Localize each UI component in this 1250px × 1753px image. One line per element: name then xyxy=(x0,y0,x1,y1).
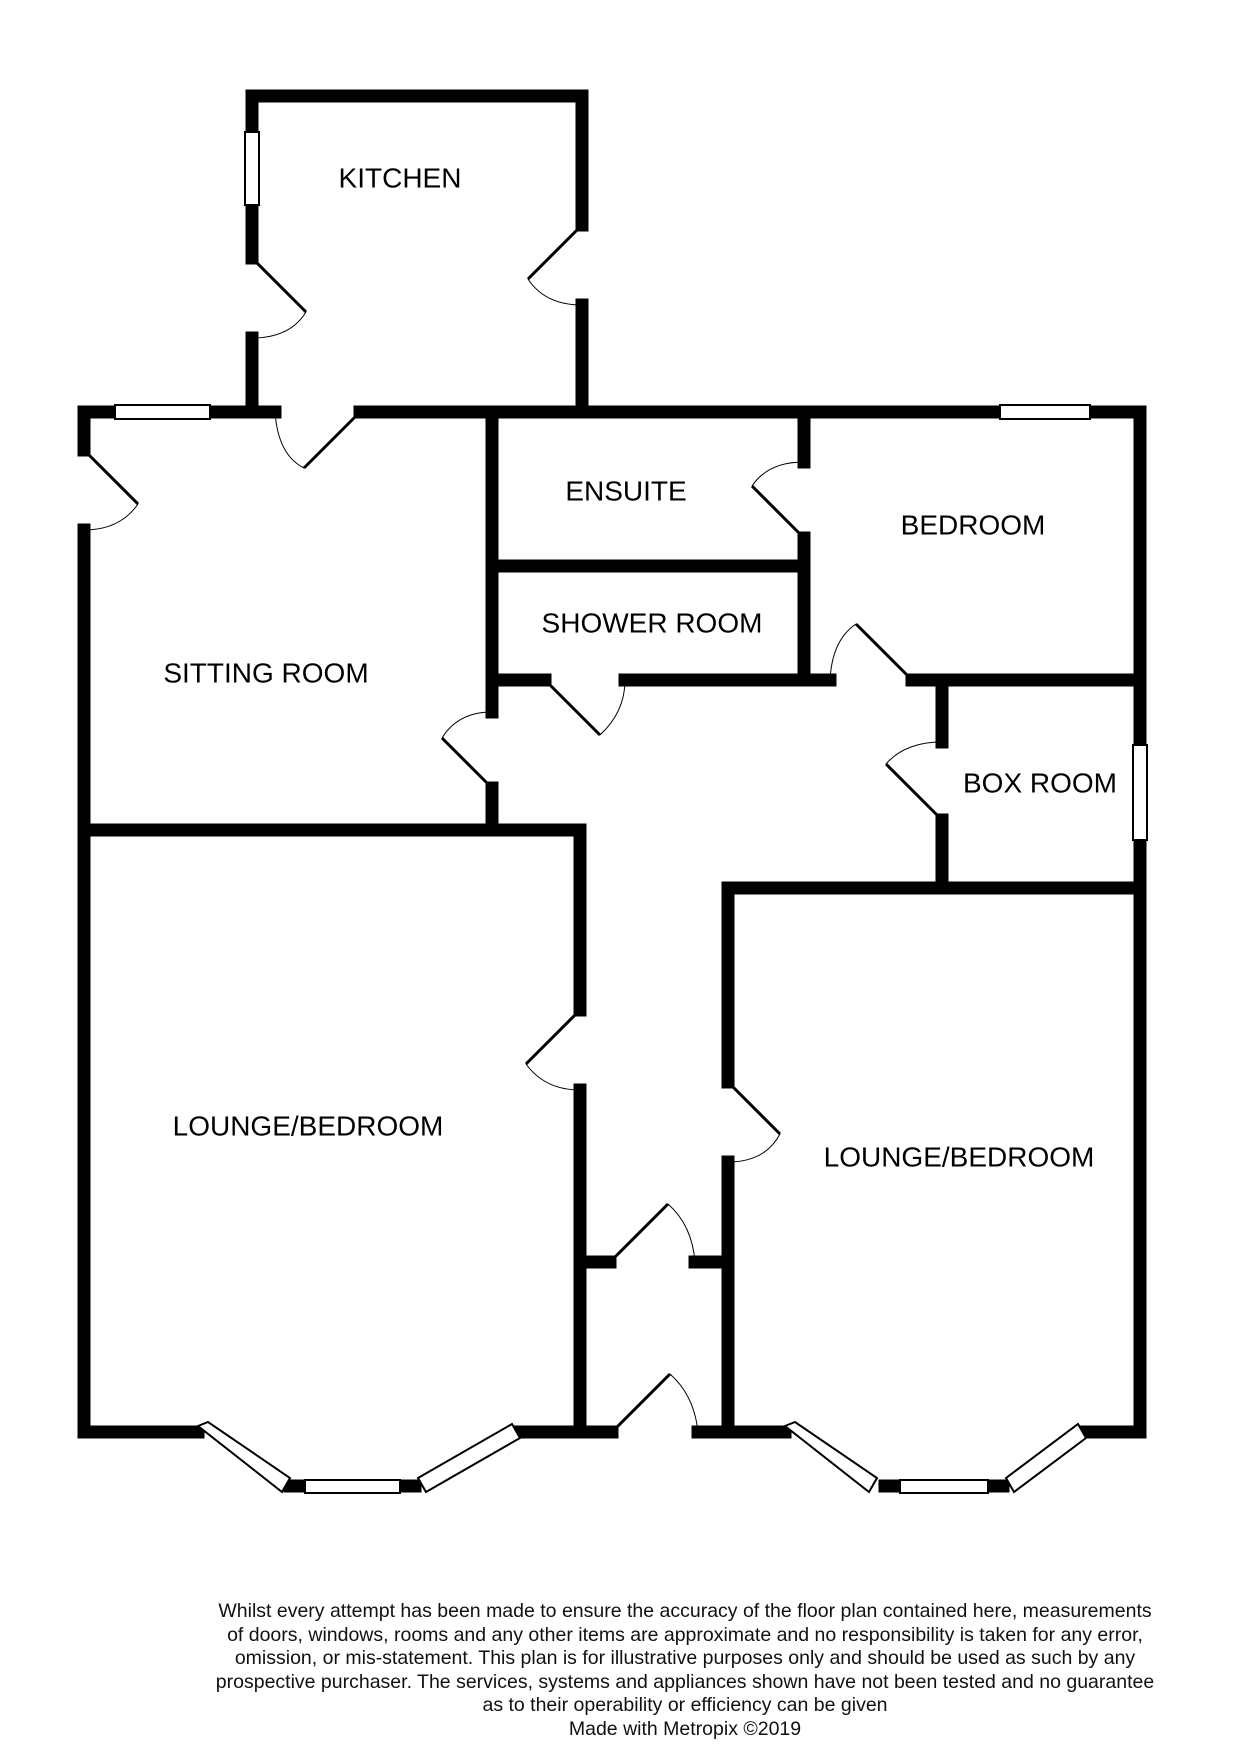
sitting-room-top-door xyxy=(274,410,362,470)
kitchen-left-door xyxy=(250,256,308,339)
outer-walls xyxy=(77,405,1147,1493)
right-bay-window-3 xyxy=(1004,1422,1088,1494)
left-bay-window-1 xyxy=(196,1420,292,1494)
credit-line: Made with Metropix ©2019 xyxy=(568,1717,802,1740)
box-room-door xyxy=(884,741,944,822)
kitchen-walls xyxy=(244,89,589,419)
lounge-bedroom-right-label: LOUNGE/BEDROOM xyxy=(824,1141,1095,1172)
ensuite-door xyxy=(750,461,806,540)
kitchen-window xyxy=(244,131,260,206)
sitting-room-external-door xyxy=(82,448,140,531)
left-bay-window-3 xyxy=(416,1422,522,1494)
left-bay-window-2 xyxy=(304,1479,401,1494)
ensuite-label: ENSUITE xyxy=(565,475,686,506)
floor-plan: KITCHEN ENSUITE BEDROOM SHOWER ROOM SITT… xyxy=(77,89,1148,1494)
disclaimer: Whilst every attempt has been made to en… xyxy=(170,1600,1200,1741)
sitting-room-window xyxy=(114,404,211,420)
interior-walls xyxy=(77,405,1147,1439)
bedroom-label: BEDROOM xyxy=(901,509,1046,540)
box-room-label: BOX ROOM xyxy=(963,767,1117,798)
kitchen-right-door xyxy=(526,223,584,306)
lounge-bedroom-left-label: LOUNGE/BEDROOM xyxy=(173,1110,444,1141)
disclaimer-line: of doors, windows, rooms and any other i… xyxy=(227,1623,1143,1646)
lounge-left-door xyxy=(524,1008,582,1091)
disclaimer-line: prospective purchaser. The services, sys… xyxy=(215,1670,1155,1693)
windows xyxy=(114,404,1148,1494)
doors xyxy=(82,223,944,1434)
bedroom-window xyxy=(999,404,1091,420)
front-door xyxy=(610,1372,699,1434)
bedroom-door xyxy=(829,622,914,682)
right-bay-window-2 xyxy=(899,1479,989,1494)
sitting-room-hall-door xyxy=(440,711,494,790)
box-room-window xyxy=(1132,744,1148,841)
sitting-room-label: SITTING ROOM xyxy=(163,657,368,688)
right-bay-window-1 xyxy=(783,1420,879,1494)
disclaimer-line: omission, or mis-statement. This plan is… xyxy=(234,1647,1136,1669)
hall-inner-door xyxy=(608,1202,696,1264)
disclaimer-line: Whilst every attempt has been made to en… xyxy=(218,1600,1152,1622)
lounge-right-door xyxy=(726,1080,782,1163)
disclaimer-line: as to their operability or efficiency ca… xyxy=(482,1694,888,1716)
shower-room-door xyxy=(543,678,626,737)
shower-room-label: SHOWER ROOM xyxy=(542,607,763,638)
kitchen-label: KITCHEN xyxy=(339,162,462,193)
